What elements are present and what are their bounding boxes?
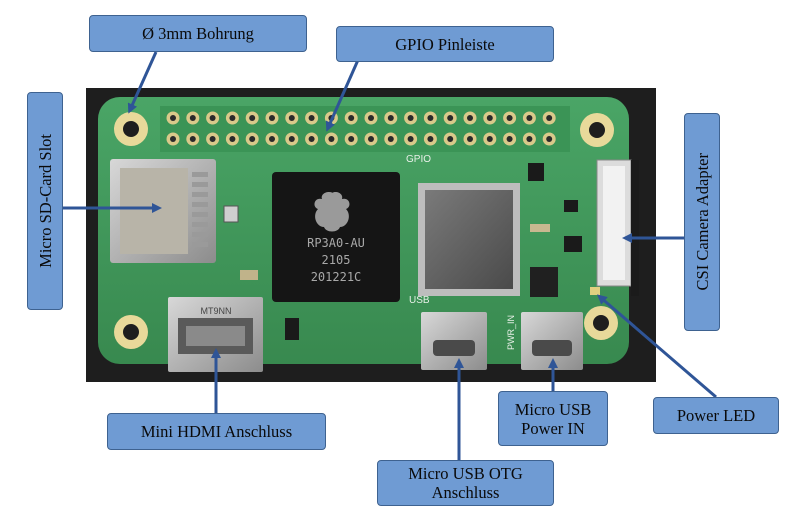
svg-text:MT9NN: MT9NN xyxy=(201,306,232,316)
svg-text:RP3A0-AU: RP3A0-AU xyxy=(307,236,365,250)
svg-text:PWR_IN: PWR_IN xyxy=(506,315,516,350)
sd-card-slot xyxy=(110,159,216,263)
gpio-pin-hole xyxy=(269,115,275,121)
gpio-pin-hole xyxy=(467,115,473,121)
gpio-pin-hole xyxy=(249,136,256,142)
arrows xyxy=(63,51,717,462)
gpio-pin-hole xyxy=(526,115,533,121)
usb-otg-connector: USB xyxy=(409,295,487,370)
component xyxy=(528,163,544,181)
label-csi-text: CSI Camera Adapter xyxy=(692,153,712,291)
label-usb-otg: Micro USB OTG Anschluss xyxy=(377,460,554,506)
gpio-pin-hole xyxy=(467,136,473,142)
gpio-pin-hole xyxy=(368,136,374,142)
gpio-pin-hole xyxy=(308,115,315,121)
svg-text:USB: USB xyxy=(409,295,430,306)
mounting-hole xyxy=(593,315,609,331)
component xyxy=(240,270,258,280)
arrow-hole xyxy=(127,51,158,114)
gpio-pin-hole xyxy=(486,115,493,121)
label-hdmi: Mini HDMI Anschluss xyxy=(107,413,326,450)
soc-chip: RP3A0-AU 2105 201221C xyxy=(272,172,400,302)
gpio-pin-hole xyxy=(447,136,454,142)
gpio-pin-hole xyxy=(348,136,355,142)
gpio-pin-hole xyxy=(546,115,553,121)
component xyxy=(564,200,578,212)
label-gpio-header: GPIO Pinleiste xyxy=(336,26,554,62)
gpio-pin-hole xyxy=(407,115,414,121)
sd-contact xyxy=(192,212,208,217)
gpio-pin-hole xyxy=(170,115,176,121)
sd-contact xyxy=(192,192,208,197)
mounting-hole xyxy=(123,121,139,137)
sd-contact xyxy=(192,222,208,227)
arrow-gpio xyxy=(325,59,360,132)
sd-contact xyxy=(192,202,208,207)
gpio-pin-hole xyxy=(387,115,394,121)
gpio-pin-hole xyxy=(288,136,295,142)
gpio-pin-hole xyxy=(506,115,513,121)
gpio-pin-hole xyxy=(486,136,493,142)
arrow-led xyxy=(596,294,717,399)
usb-power-connector: PWR_IN xyxy=(506,312,583,370)
wifi-shield xyxy=(418,183,520,296)
gpio-pin-hole xyxy=(427,136,434,142)
gpio-pin-hole xyxy=(328,136,335,142)
gpio-pin-hole xyxy=(170,136,176,142)
gpio-pin-hole xyxy=(229,136,236,142)
gpio-silkscreen: GPIO xyxy=(406,154,431,165)
sd-contact xyxy=(192,232,208,237)
gpio-pin-hole xyxy=(189,115,196,121)
mounting-hole xyxy=(589,122,605,138)
label-hole: Ø 3mm Bohrung xyxy=(89,15,307,52)
gpio-pin-hole xyxy=(526,136,533,142)
crystal xyxy=(223,205,239,223)
label-power-led: Power LED xyxy=(653,397,779,434)
gpio-pin-hole xyxy=(407,136,414,142)
component xyxy=(564,236,582,252)
gpio-pin-hole xyxy=(427,115,434,121)
gpio-pin-hole xyxy=(387,136,394,142)
gpio-pin-hole xyxy=(546,136,553,142)
gpio-pin-hole xyxy=(348,115,355,121)
label-usb-power: Micro USB Power IN xyxy=(498,391,608,446)
svg-text:2105: 2105 xyxy=(322,253,351,267)
gpio-pin-hole xyxy=(189,136,196,142)
gpio-pin-hole xyxy=(209,115,216,121)
gpio-pin-hole xyxy=(288,115,295,121)
sd-contact xyxy=(192,242,208,247)
gpio-pin-hole xyxy=(368,115,374,121)
mini-hdmi-connector: MT9NN xyxy=(168,297,263,372)
gpio-pin-hole xyxy=(209,136,216,142)
label-sd-slot: Micro SD-Card Slot xyxy=(27,92,63,310)
power-led xyxy=(590,287,600,295)
csi-connector xyxy=(596,159,639,296)
svg-text:201221C: 201221C xyxy=(311,270,362,284)
component xyxy=(285,318,299,340)
gpio-pin-hole xyxy=(506,136,513,142)
sd-contact xyxy=(192,182,208,187)
gpio-header-pins xyxy=(160,106,570,152)
gpio-pin-hole xyxy=(269,136,275,142)
gpio-pin-hole xyxy=(249,115,256,121)
component xyxy=(530,224,550,232)
gpio-pin-hole xyxy=(308,136,315,142)
gpio-pin-hole xyxy=(447,115,454,121)
mounting-holes xyxy=(114,112,618,349)
gpio-pin-hole xyxy=(229,115,236,121)
component xyxy=(530,267,558,297)
mounting-hole xyxy=(123,324,139,340)
label-csi: CSI Camera Adapter xyxy=(684,113,720,331)
sd-contact xyxy=(192,172,208,177)
label-sd-slot-text: Micro SD-Card Slot xyxy=(35,134,55,268)
